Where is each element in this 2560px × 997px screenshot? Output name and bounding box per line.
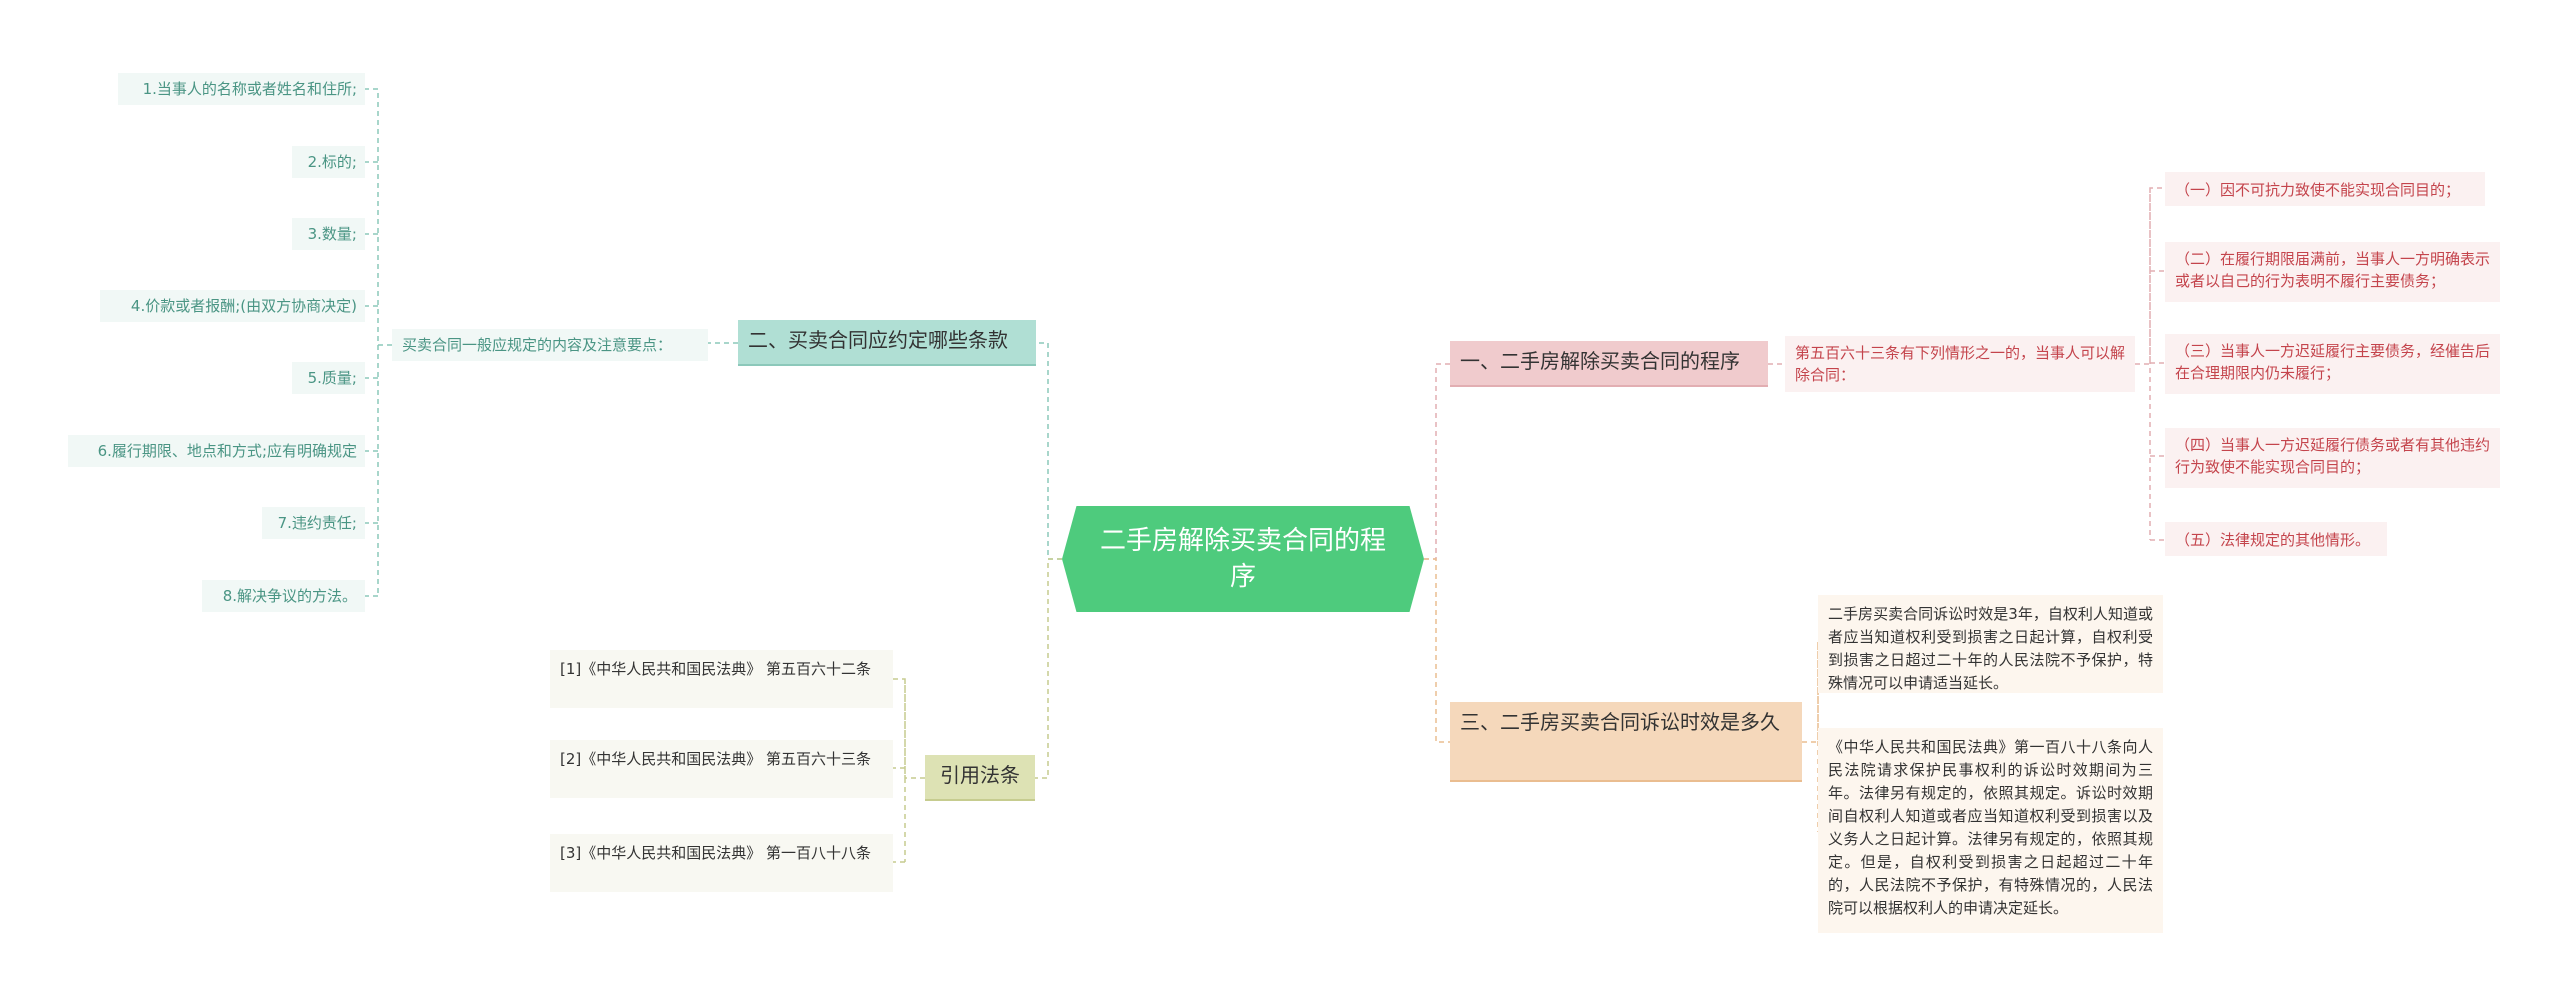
clause-item[interactable]: 7.违约责任; [262, 507, 365, 539]
clause-item[interactable]: 2.标的; [292, 146, 365, 178]
clause-item[interactable]: 3.数量; [292, 218, 365, 250]
branch-citations[interactable]: 引用法条 [925, 755, 1035, 801]
citation-item[interactable]: [3]《中华人民共和国民法典》 第一百八十八条 [550, 834, 893, 892]
citation-item[interactable]: [2]《中华人民共和国民法典》 第五百六十三条 [550, 740, 893, 798]
branch-contract-clauses[interactable]: 二、买卖合同应约定哪些条款 [738, 320, 1036, 366]
termination-item[interactable]: （二）在履行期限届满前，当事人一方明确表示或者以自己的行为表明不履行主要债务； [2165, 242, 2500, 302]
branch-title: 三、二手房买卖合同诉讼时效是多久 [1460, 710, 1780, 734]
branch-termination-procedure[interactable]: 一、二手房解除买卖合同的程序 [1450, 341, 1768, 387]
clauses-intro[interactable]: 买卖合同一般应规定的内容及注意要点： [392, 329, 708, 361]
clause-item[interactable]: 1.当事人的名称或者姓名和住所; [118, 73, 365, 105]
branch-limitation-period[interactable]: 三、二手房买卖合同诉讼时效是多久 [1450, 702, 1802, 782]
clause-item[interactable]: 6.履行期限、地点和方式;应有明确规定 [68, 435, 365, 467]
branch-title: 二、买卖合同应约定哪些条款 [748, 328, 1008, 352]
root-title: 二手房解除买卖合同的程序 [1099, 526, 1386, 592]
limitation-item[interactable]: 二手房买卖合同诉讼时效是3年，自权利人知道或者应当知道权利受到损害之日起计算，自… [1818, 595, 2163, 693]
termination-item[interactable]: （三）当事人一方迟延履行主要债务，经催告后在合理期限内仍未履行； [2165, 334, 2500, 394]
citation-item[interactable]: [1]《中华人民共和国民法典》 第五百六十二条 [550, 650, 893, 708]
termination-item[interactable]: （五）法律规定的其他情形。 [2165, 522, 2387, 556]
clause-item[interactable]: 4.价款或者报酬;(由双方协商决定) [100, 290, 365, 322]
branch-title: 引用法条 [940, 763, 1020, 787]
termination-intro[interactable]: 第五百六十三条有下列情形之一的，当事人可以解除合同： [1785, 336, 2135, 392]
clause-item[interactable]: 8.解决争议的方法。 [202, 580, 365, 612]
root-topic[interactable]: 二手房解除买卖合同的程序 [1062, 506, 1424, 612]
termination-item[interactable]: （一）因不可抗力致使不能实现合同目的； [2165, 172, 2485, 206]
limitation-item[interactable]: 《中华人民共和国民法典》第一百八十八条向人民法院请求保护民事权利的诉讼时效期间为… [1818, 728, 2163, 933]
termination-item[interactable]: （四）当事人一方迟延履行债务或者有其他违约行为致使不能实现合同目的； [2165, 428, 2500, 488]
clause-item[interactable]: 5.质量; [292, 362, 365, 394]
branch-title: 一、二手房解除买卖合同的程序 [1460, 349, 1740, 373]
